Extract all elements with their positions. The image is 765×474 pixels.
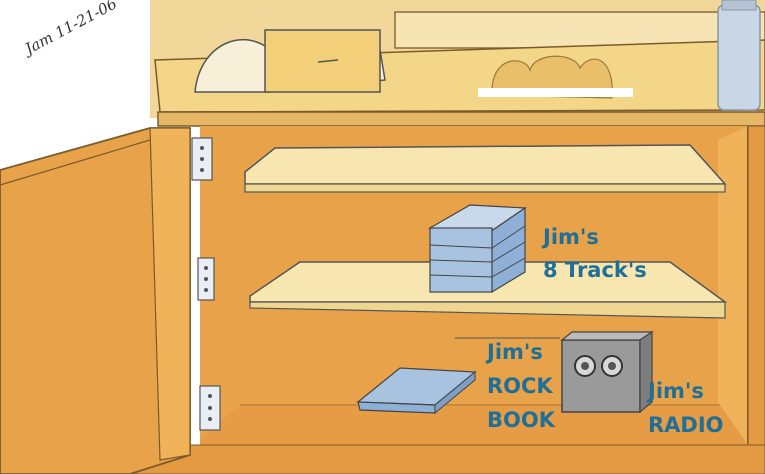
cabinet-right-side <box>747 125 765 474</box>
tracks-label-line2: 8 Track's <box>543 258 647 282</box>
bread-box <box>194 29 386 93</box>
radio-label-line1: Jim's <box>648 379 704 403</box>
tracks-label-line1: Jim's <box>543 225 599 249</box>
hinge-bottom <box>199 385 221 431</box>
hinge-top <box>191 137 213 181</box>
radio <box>560 330 654 414</box>
radio-label-line2: RADIO <box>648 413 724 437</box>
hinge-middle <box>197 257 215 301</box>
eight-track-stack <box>427 204 527 294</box>
rock-book <box>356 367 477 415</box>
book-label-line1: Jim's <box>487 340 543 364</box>
book-label-line2: ROCK <box>487 374 553 398</box>
book-label-line3: BOOK <box>487 408 555 432</box>
countertop-edge <box>157 111 765 127</box>
top-shelf <box>244 144 727 193</box>
countertop-shelf-back <box>394 11 765 49</box>
bread-loaf <box>478 55 633 99</box>
glass-jar <box>717 0 761 111</box>
cabinet-floor <box>200 405 748 445</box>
cabinet-door <box>0 127 191 474</box>
cabinet-interior-right-panel <box>718 126 748 445</box>
